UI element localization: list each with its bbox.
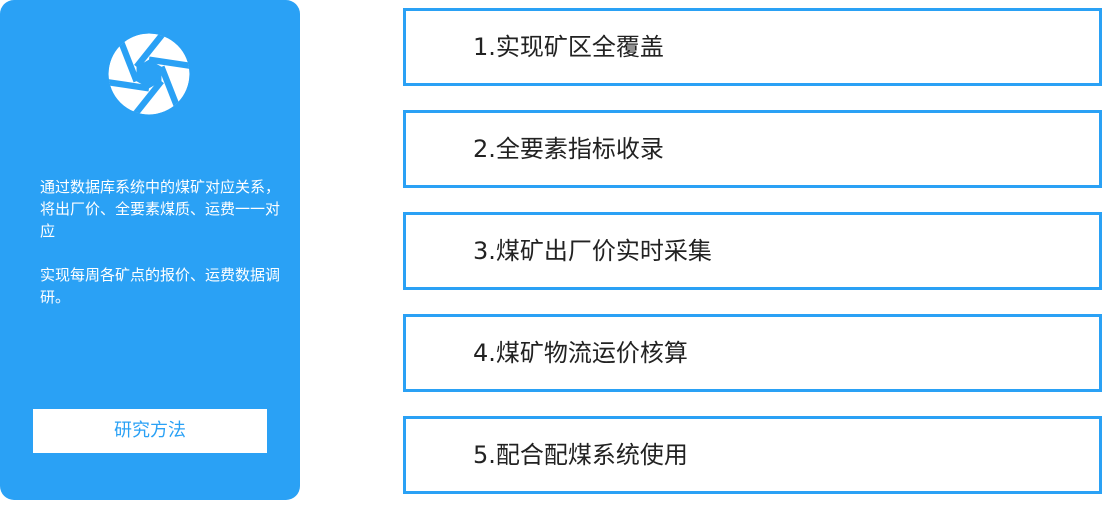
step-item-4: 4.煤矿物流运价核算 [403,314,1102,392]
research-method-button[interactable]: 研究方法 [33,409,267,453]
step-label: 1.实现矿区全覆盖 [473,33,664,61]
step-item-3: 3.煤矿出厂价实时采集 [403,212,1102,290]
step-label: 3.煤矿出厂价实时采集 [473,237,712,265]
step-label: 2.全要素指标收录 [473,135,664,163]
info-panel: 通过数据库系统中的煤矿对应关系，将出厂价、全要素煤质、运费一一对应 实现每周各矿… [0,0,300,500]
description-paragraph-1: 通过数据库系统中的煤矿对应关系，将出厂价、全要素煤质、运费一一对应 [40,178,281,240]
aperture-blade-gap [148,56,190,71]
aperture-blade-gap [134,33,173,69]
aperture-icon [108,33,190,115]
step-label: 4.煤矿物流运价核算 [473,339,688,367]
step-list: 1.实现矿区全覆盖 2.全要素指标收录 3.煤矿出厂价实时采集 4.煤矿物流运价… [403,8,1103,518]
aperture-blade-gap [125,79,164,115]
step-item-5: 5.配合配煤系统使用 [403,416,1102,494]
aperture-blade-gap [108,77,150,92]
description-paragraph-2: 实现每周各矿点的报价、运费数据调研。 [40,266,281,306]
step-label: 5.配合配煤系统使用 [473,441,688,469]
aperture-hole [136,59,162,89]
description-text: 通过数据库系统中的煤矿对应关系，将出厂价、全要素煤质、运费一一对应 实现每周各矿… [40,176,280,308]
step-item-2: 2.全要素指标收录 [403,110,1102,188]
step-item-1: 1.实现矿区全覆盖 [403,8,1102,86]
